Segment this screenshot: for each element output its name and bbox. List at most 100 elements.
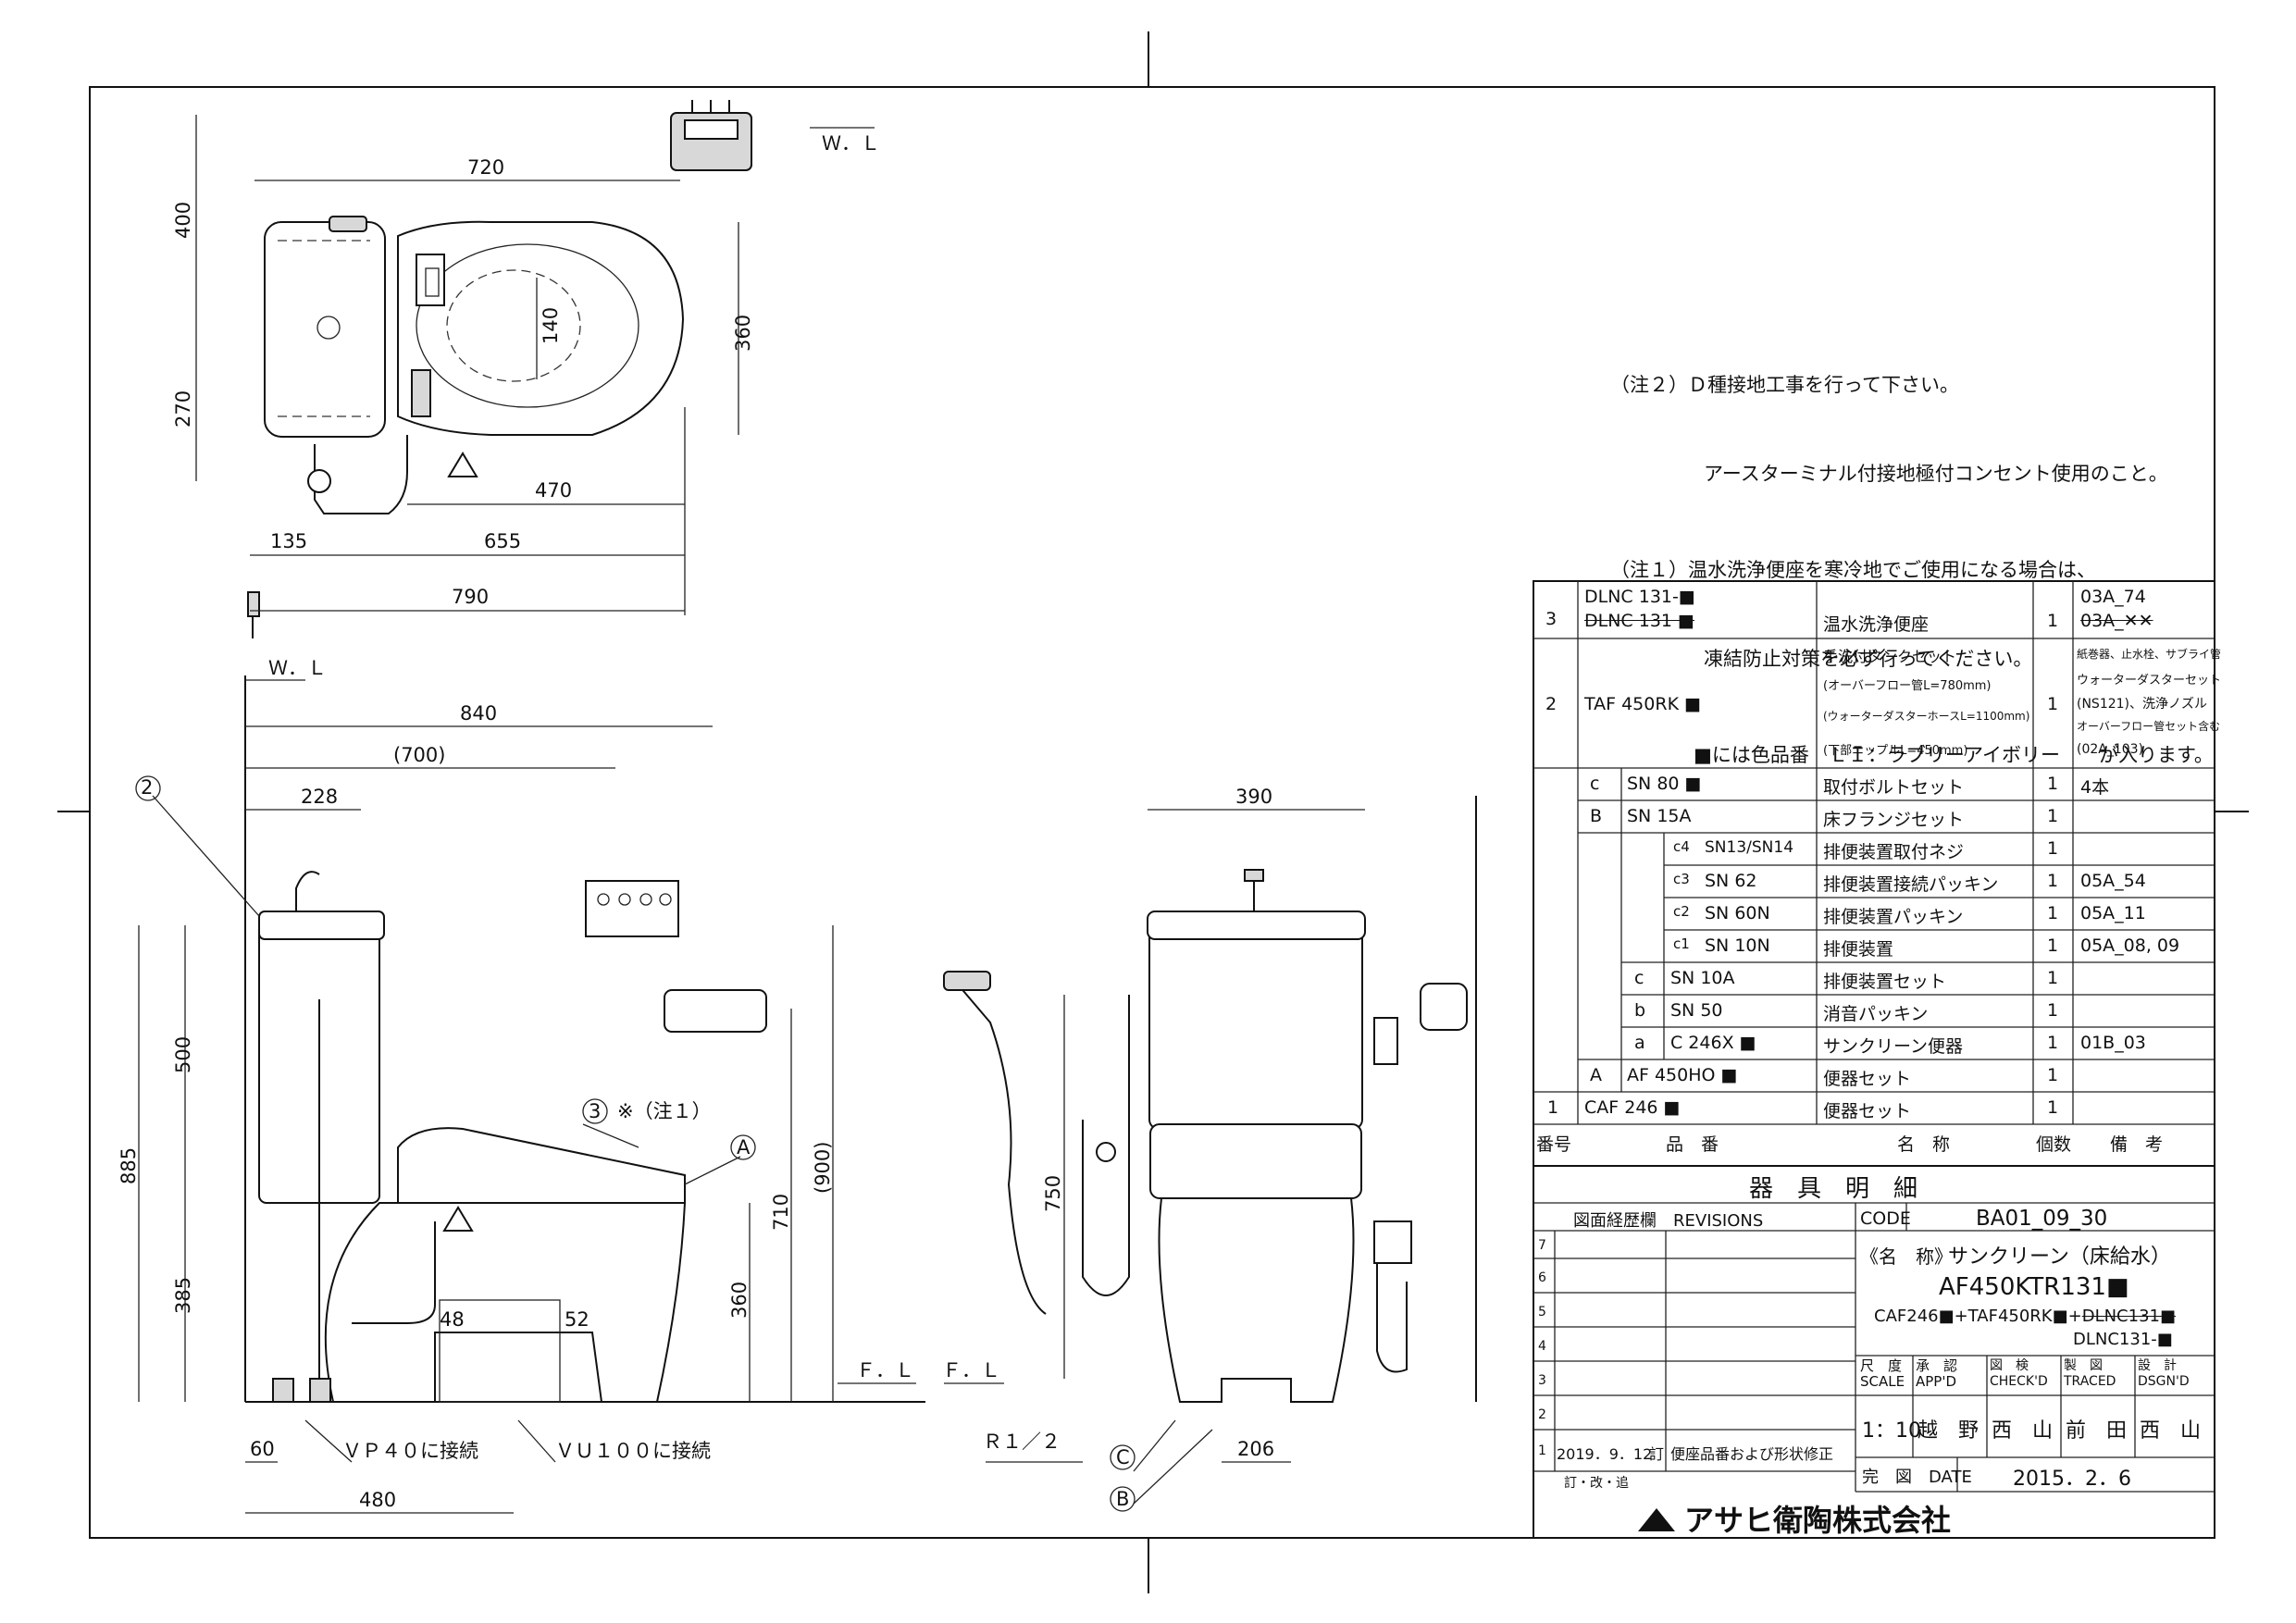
dim-400: 400 [172,202,194,239]
row1-qty: 1 [2047,1097,2059,1118]
composition-new: DLNC131-■ [2073,1330,2173,1349]
rowc-qty: 1 [2047,968,2059,988]
color-note: ■には色品番 ＬＩ：ラブリーアイボリー が入ります。 [1694,744,2214,766]
note2-line1: （注２）Ｄ種接地工事を行って下さい。 [1610,374,1959,396]
dim-790: 790 [452,586,489,608]
designed-by: 西 山 [2140,1419,2202,1443]
side-view [135,675,1477,1514]
dim-900: (900) [812,1142,834,1194]
rev-mark-1: 1 [1538,1443,1546,1458]
row2-remark-5: (02A_103) [2077,742,2144,757]
row2-qty: 1 [2047,694,2059,714]
rev-mark-7: 7 [1538,1238,1546,1253]
row2-remark-1: 紙巻器、止水栓、サブライ管 [2077,648,2222,661]
row2-name-4: (下部ニップルL=450mm) [1823,744,1968,758]
row3-part: DLNC 131-■ [1584,587,1695,607]
rowA-name: 便器セット [1823,1069,1912,1089]
company-name: アサヒ衛陶株式会社 [1684,1503,1952,1538]
row3-name: 温水洗浄便座 [1823,614,1930,635]
rowc1-mark: c1 [1673,935,1690,952]
rowc1-part: SN 10N [1705,935,1770,956]
row2-name-2: (オーバーフロー管L=780mm) [1823,679,1992,693]
row3-remark: 03A_74 [2080,587,2146,607]
dim-390: 390 [1235,786,1272,808]
row1-part: CAF 246 ■ [1584,1097,1681,1118]
checked-label: 図 検 CHECK'D [1990,1358,2048,1389]
rowc3-part: SN 62 [1705,871,1757,891]
row3-remark-struck: 03A_✕✕ [2080,611,2153,631]
dim-500: 500 [172,1036,194,1073]
row2-remark-3: (NS121)、洗浄ノズル [2077,697,2208,712]
dim-655: 655 [484,530,521,552]
rowc4-name: 排便装置取付ネジ [1823,842,1965,862]
vp40-note: ＶＰ４０に接続 [342,1440,478,1462]
row1-no: 1 [1547,1097,1559,1118]
rowc2-mark: c2 [1673,903,1690,920]
plan-view [195,100,875,638]
rowb-name: 消音パッキン [1823,1004,1929,1024]
rowa-mark: a [1634,1033,1645,1053]
rowa-remark: 01B_03 [2080,1033,2146,1053]
header-qty: 個数 [2036,1134,2072,1155]
callout-3: 3 [589,1100,601,1122]
product-model: AF450KTR131■ [1939,1273,2129,1301]
name-label: 《名 称》 [1860,1245,1953,1268]
row2-part: TAF 450RK ■ [1584,694,1702,714]
dim-135: 135 [270,530,307,552]
drawing-notes: （注２）Ｄ種接地工事を行って下さい。 アースターミナル付接地極付コンセント使用の… [1610,311,2214,799]
rowc3-mark: c3 [1673,871,1690,887]
rowb-part: SN 50 [1670,1000,1723,1021]
approved-label: 承 認 APP'D [1916,1357,1958,1390]
dim-885: 885 [118,1147,140,1184]
vu100-note: ＶＵ１００に接続 [555,1440,711,1462]
rowa-name: サンクリーン便器 [1823,1036,1964,1057]
scale-value: 1：10 [1862,1419,1921,1443]
rowc1-name: 排便装置 [1823,939,1894,960]
approved-by: 越 野 [1917,1419,1980,1443]
callout-C: C [1116,1446,1130,1468]
bom-title: 器 具 明 細 [1749,1175,1918,1203]
rev-mark-4: 4 [1538,1339,1546,1354]
row2-name-1: 手洗付タンクセット [1823,648,1957,665]
rowc3-remark: 05A_54 [2080,871,2146,891]
completed-label: 完 図 DATE [1862,1468,1972,1487]
note1-line1: （注１）温水洗浄便座を寒冷地でご使用になる場合は、 [1610,559,2096,581]
header-part: 品 番 [1666,1134,1719,1155]
rowc4-part: SN13/SN14 [1705,838,1794,857]
fl-front: Ｆ．Ｌ [942,1359,1000,1381]
bom-grid [1533,580,2215,1539]
note1-line2: 凍結防止対策を必ず行ってください。 [1704,648,2033,670]
code-label: CODE [1860,1208,1911,1229]
note-ref-1: ※（注１） [617,1100,712,1122]
dim-206: 206 [1237,1438,1274,1460]
product-name: サンクリーン（床給水） [1948,1245,2171,1269]
composition-main: CAF246■+TAF450RK■+ [1874,1307,2082,1326]
rowB-qty: 1 [2047,806,2059,826]
rowA-qty: 1 [2047,1065,2059,1085]
rowc2-qty: 1 [2047,903,2059,923]
dim-48: 48 [440,1308,465,1331]
dim-140: 140 [540,307,562,344]
rowB-mark: B [1590,806,1603,826]
rowA-mark: A [1590,1065,1602,1085]
rowC-remark: 4本 [2080,777,2110,798]
rev1-text: 便座品番および形状修正 [1670,1445,1834,1463]
callout-2: 2 [141,776,153,799]
dim-470: 470 [535,479,572,502]
composition-struck: DLNC131■ [2081,1307,2176,1326]
rowB-name: 床フランジセット [1823,810,1965,830]
header-name: 名 称 [1897,1134,1951,1155]
rowc3-qty: 1 [2047,871,2059,891]
rowC-mark: c [1590,774,1600,794]
checked-by: 西 山 [1992,1419,2054,1443]
rev-footer: 訂・改・追 [1564,1476,1629,1491]
row3-qty: 1 [2047,611,2059,631]
revisions-label: 図面経歴欄 REVISIONS [1573,1211,1764,1231]
rowa-qty: 1 [2047,1033,2059,1053]
rowa-part: C 246X ■ [1670,1033,1756,1053]
rowC-part: SN 80 ■ [1627,774,1702,794]
dim-750: 750 [1042,1175,1064,1212]
rev-mark-5: 5 [1538,1305,1546,1319]
header-no: 番号 [1536,1134,1572,1155]
